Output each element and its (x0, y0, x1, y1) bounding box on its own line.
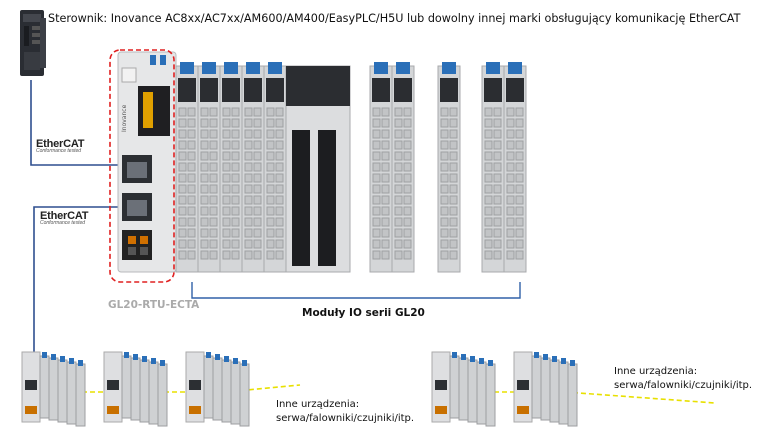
io-module-64pt (285, 65, 351, 273)
io-module-slice (241, 62, 265, 273)
other-devices-label-1: Inne urządzenia: serwa/falowniki/czujnik… (276, 398, 414, 426)
controller-device (20, 10, 46, 76)
ethercat-bus-lines (30, 80, 120, 368)
remote-io-group (431, 351, 496, 427)
remote-io-group (185, 351, 250, 427)
ethercat-logo-sub: Conformance tested (40, 220, 86, 226)
other-devices-label-2: Inne urządzenia: serwa/falowniki/czujnik… (614, 365, 752, 393)
other-devices-line1: Inne urządzenia: (276, 399, 360, 410)
coupler-caption: GL20-RTU-ECTA (108, 299, 200, 311)
ethercat-logo-1: EtherCAT Conformance tested (36, 138, 85, 154)
coupler-to-remote-line (33, 206, 118, 368)
remote-io-group (21, 351, 86, 427)
remote-io-groups (21, 351, 578, 427)
io-module-slice (391, 62, 415, 273)
modules-caption: Moduły IO serii GL20 (302, 307, 425, 319)
remote-io-group (103, 351, 168, 427)
io-module-slice (263, 62, 287, 273)
io-module-slice (369, 62, 393, 273)
modules-bracket (191, 282, 521, 299)
controller-caption: Sterownik: Inovance AC8xx/AC7xx/AM600/AM… (48, 12, 741, 25)
ethercat-logo-sub: Conformance tested (36, 148, 82, 154)
ethercat-logo-2: EtherCAT Conformance tested (40, 210, 89, 226)
io-module-slice (437, 62, 461, 273)
coupler-highlight (109, 49, 175, 283)
ethercat-logo-text: EtherCAT (40, 210, 89, 222)
io-modules (175, 62, 527, 273)
ethercat-logo-text: EtherCAT (36, 138, 85, 150)
io-module-slice (197, 62, 221, 273)
io-module-slice (219, 62, 243, 273)
other-devices-line2: serwa/falowniki/czujniki/itp. (276, 413, 415, 424)
other-devices-line1: Inne urządzenia: (614, 366, 698, 377)
io-module-slice (175, 62, 199, 273)
controller-to-coupler-line (30, 80, 120, 166)
other-devices-line2: serwa/falowniki/czujniki/itp. (614, 380, 753, 391)
io-module-slice (481, 62, 505, 273)
coupler-device (117, 51, 177, 273)
remote-io-group (513, 351, 578, 427)
coupler-brand-label: Inovance (121, 104, 128, 132)
io-module-slice (503, 62, 527, 273)
